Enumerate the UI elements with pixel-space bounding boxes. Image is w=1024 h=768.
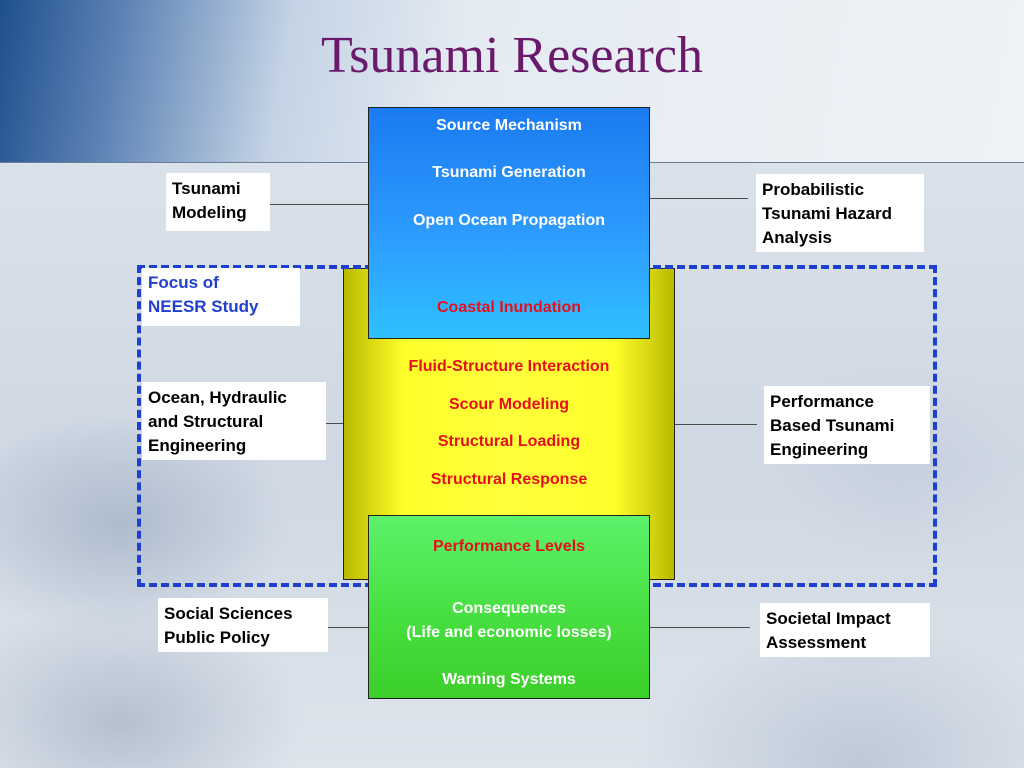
green-item-3: Warning Systems [442,671,576,688]
left-label-top: Tsunami Modeling [166,173,270,231]
left-middle-line-2: and Structural [148,412,264,431]
tsunami-source-box: Source Mechanism Tsunami Generation Open… [368,107,650,339]
focus-label-line-2: NEESR Study [148,297,259,316]
left-top-line-1: Tsunami [172,179,241,198]
left-bottom-line-1: Social Sciences [164,604,293,623]
right-bottom-line-2: Assessment [766,633,867,652]
right-label-middle: Performance Based Tsunami Engineering [764,386,930,464]
left-top-line-2: Modeling [172,203,247,222]
left-middle-line-1: Ocean, Hydraulic [148,388,287,407]
connector-line-right-top [650,198,748,199]
right-middle-line-2: Based Tsunami [770,416,895,435]
yellow-item-2: Scour Modeling [449,396,569,413]
blue-item-2: Tsunami Generation [432,164,586,181]
right-top-line-2: Tsunami Hazard [762,204,893,223]
right-top-line-1: Probabilistic [762,180,865,199]
green-item-2: (Life and economic losses) [406,624,612,641]
slide-title: Tsunami Research [321,27,703,84]
green-highlight: Performance Levels [432,538,586,555]
right-middle-line-3: Engineering [770,440,869,459]
blue-item-3: Open Ocean Propagation [412,212,606,229]
green-item-1: Consequences [452,600,566,617]
focus-label: Focus of NEESR Study [142,268,300,326]
right-middle-line-1: Performance [770,392,874,411]
right-label-top: Probabilistic Tsunami Hazard Analysis [756,174,924,252]
connector-line-right-middle [675,424,757,425]
yellow-item-3: Structural Loading [437,433,581,450]
connector-line-left-bottom [328,627,368,628]
blue-item-1: Source Mechanism [436,117,582,134]
left-label-bottom: Social Sciences Public Policy [158,598,328,652]
yellow-item-4: Structural Response [430,471,588,488]
left-label-middle: Ocean, Hydraulic and Structural Engineer… [142,382,326,460]
connector-line-left-top [270,204,368,205]
left-middle-line-3: Engineering [148,436,247,455]
connector-line-right-bottom [650,627,750,628]
right-label-bottom: Societal Impact Assessment [760,603,930,657]
right-bottom-line-1: Societal Impact [766,609,891,628]
yellow-item-1: Fluid-Structure Interaction [408,358,610,375]
focus-label-line-1: Focus of [148,273,219,292]
blue-highlight: Coastal Inundation [437,299,581,316]
right-top-line-3: Analysis [762,228,832,247]
left-bottom-line-2: Public Policy [164,628,270,647]
consequences-box: Performance Levels Consequences (Life an… [368,515,650,699]
